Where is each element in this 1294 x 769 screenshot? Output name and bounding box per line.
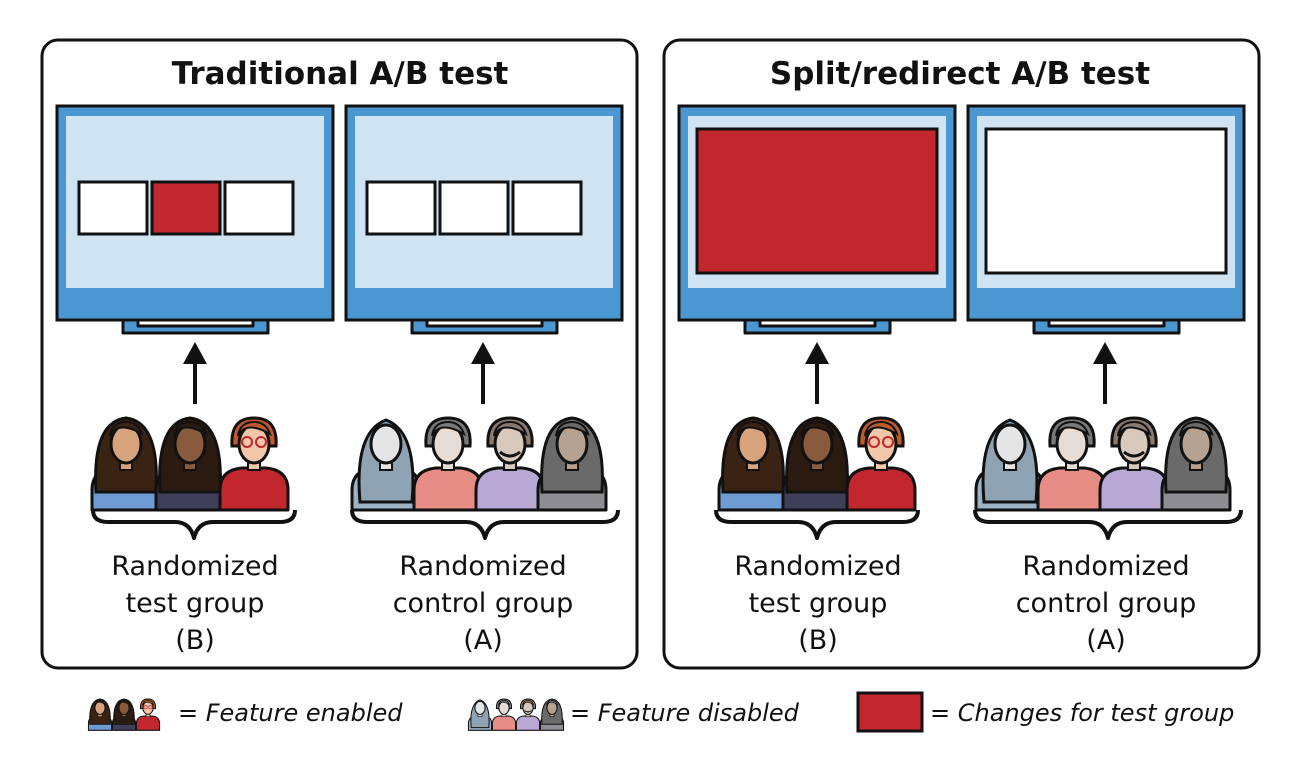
- svg-text:control group: control group: [1016, 588, 1197, 619]
- page-block-changed: [150, 180, 222, 236]
- person-avatar: [1160, 416, 1232, 512]
- page-block: [223, 180, 295, 236]
- monitor-test: [677, 104, 957, 335]
- person-avatar: [536, 416, 608, 512]
- page-block: [438, 180, 510, 236]
- people-group-enabled: [717, 416, 917, 512]
- legend-change-swatch: [856, 691, 924, 733]
- person-avatar: [1098, 416, 1170, 512]
- person-avatar: [717, 416, 789, 512]
- svg-text:(B): (B): [798, 625, 838, 656]
- person-avatar: [154, 416, 226, 512]
- svg-text:(A): (A): [1086, 625, 1126, 656]
- group-label-control: Randomized control group (A): [393, 551, 574, 656]
- legend-disabled-label: = Feature disabled: [570, 699, 800, 727]
- group-label-control: Randomized control group (A): [1016, 551, 1197, 656]
- people-group-disabled: [350, 416, 608, 512]
- legend: = Feature enabled = Feature disabled = C…: [87, 691, 1234, 733]
- person-avatar: [218, 416, 290, 512]
- people-group-disabled: [974, 416, 1232, 512]
- svg-text:test group: test group: [126, 588, 265, 619]
- group-label-test: Randomized test group (B): [734, 551, 901, 656]
- people-group-enabled: [90, 416, 290, 512]
- monitor-stand: [410, 318, 559, 335]
- page-full: [984, 127, 1228, 275]
- panel-title: Split/redirect A/B test: [770, 56, 1150, 92]
- svg-text:control group: control group: [393, 588, 574, 619]
- monitor-test: [55, 104, 335, 335]
- person-avatar: [412, 416, 484, 512]
- person-avatar: [491, 698, 517, 731]
- person-avatar: [515, 698, 541, 731]
- person-avatar: [1036, 416, 1108, 512]
- person-avatar: [90, 416, 162, 512]
- person-avatar: [467, 699, 493, 731]
- person-avatar: [845, 416, 917, 512]
- arrow-up-icon: [471, 342, 495, 404]
- group-brace: [350, 509, 620, 540]
- legend-enabled-label: = Feature enabled: [178, 699, 403, 727]
- page-block: [511, 180, 583, 236]
- group-brace: [973, 509, 1243, 540]
- person-avatar: [539, 698, 565, 731]
- person-avatar: [87, 698, 113, 731]
- page-block: [365, 180, 437, 236]
- arrow-up-icon: [1093, 342, 1117, 404]
- person-avatar: [781, 416, 853, 512]
- monitor-stand: [121, 318, 270, 335]
- svg-text:Randomized: Randomized: [111, 551, 278, 582]
- monitor-stand: [743, 318, 892, 335]
- svg-text:(A): (A): [463, 625, 503, 656]
- monitor-control: [966, 104, 1246, 335]
- legend-changes-label: = Changes for test group: [930, 699, 1234, 727]
- person-avatar: [474, 416, 546, 512]
- person-avatar: [974, 418, 1046, 512]
- legend-disabled-people-icon: [467, 698, 565, 731]
- panel-title: Traditional A/B test: [172, 56, 509, 92]
- arrow-up-icon: [183, 342, 207, 404]
- monitor-control: [344, 104, 624, 335]
- panel-split-redirect: Split/redirect A/B test: [662, 38, 1261, 670]
- svg-text:test group: test group: [749, 588, 888, 619]
- svg-text:Randomized: Randomized: [399, 551, 566, 582]
- person-avatar: [350, 418, 422, 512]
- page-block: [77, 180, 149, 236]
- page-full-changed: [695, 127, 939, 275]
- monitor-stand: [1032, 318, 1181, 335]
- arrow-up-icon: [805, 342, 829, 404]
- svg-text:Randomized: Randomized: [1022, 551, 1189, 582]
- person-avatar: [135, 698, 161, 731]
- legend-enabled-people-icon: [87, 698, 161, 731]
- group-label-test: Randomized test group (B): [111, 551, 278, 656]
- person-avatar: [111, 698, 137, 731]
- group-brace: [91, 509, 297, 540]
- panel-traditional: Traditional A/B test: [40, 38, 639, 670]
- svg-text:Randomized: Randomized: [734, 551, 901, 582]
- group-brace: [714, 509, 920, 540]
- svg-text:(B): (B): [175, 625, 215, 656]
